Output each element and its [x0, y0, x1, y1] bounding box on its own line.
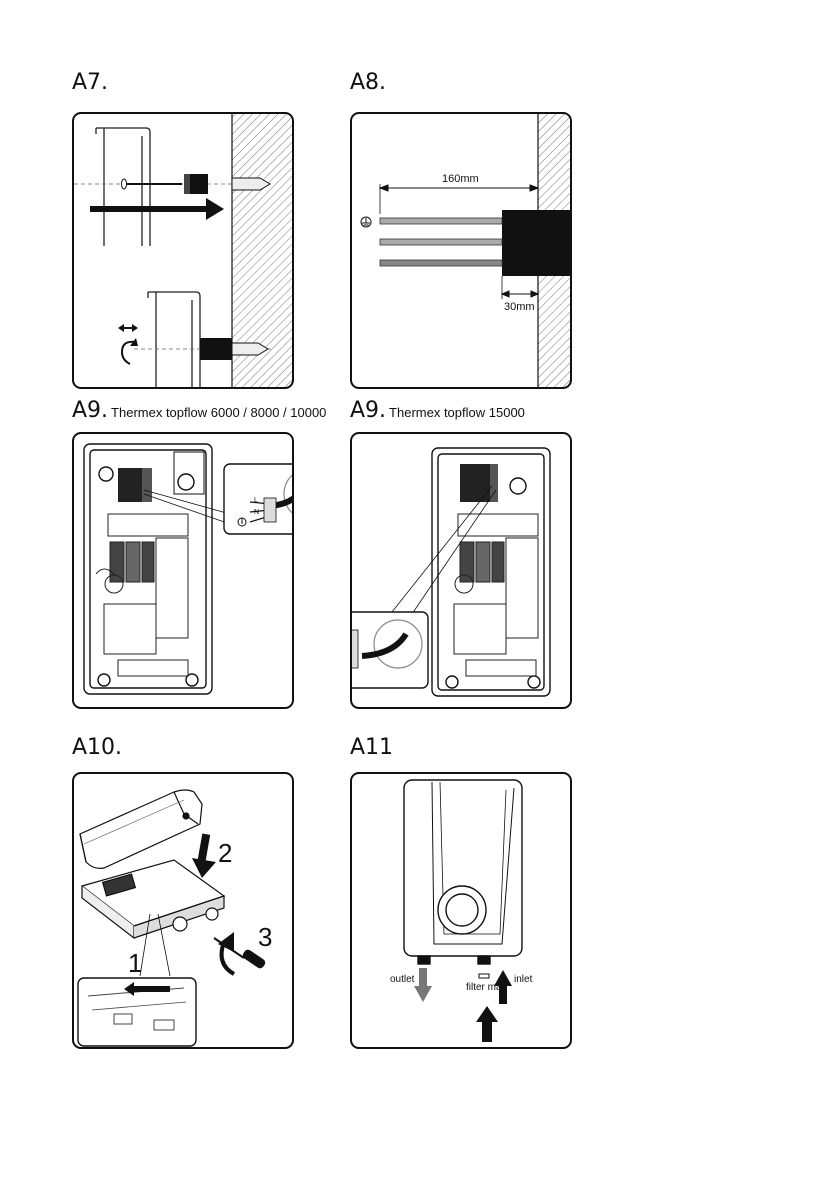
- figure-subtitle-a9-right: Thermex topflow 15000: [389, 405, 525, 420]
- earth-symbol-icon: [360, 216, 372, 228]
- internal-components: [453, 513, 539, 677]
- step-label-3: 3: [258, 922, 272, 952]
- appliance-back-bottom: [147, 291, 201, 387]
- unit-open-housing: [83, 443, 213, 695]
- figure-label-a9-right-number: A9.: [350, 398, 387, 423]
- dimension-30mm: [500, 276, 540, 299]
- filter-mat-icon: [478, 973, 490, 979]
- figure-label-a9-left: A9.Thermex topflow 6000 / 8000 / 10000: [72, 398, 326, 423]
- inlet-label: inlet: [514, 974, 533, 985]
- a8-illustration: 160mm 30mm: [360, 114, 570, 387]
- terminal-block: [118, 468, 152, 502]
- outlet-arrow-icon: [414, 968, 432, 1002]
- appliance-back-top: [95, 127, 151, 246]
- rotate-arrow-step-3-icon: [218, 932, 236, 976]
- front-cover: [79, 789, 203, 869]
- inlet-arrow-icon: [494, 970, 512, 1004]
- base-unit: [80, 859, 226, 940]
- terminal-label-l: L: [254, 497, 258, 504]
- screw-and-dowel-top: [74, 174, 271, 194]
- rotate-screwdriver-icon: [118, 324, 138, 365]
- terminal-block: [460, 464, 498, 502]
- step-label-2: 2: [218, 838, 232, 868]
- figure-label-a11: A11: [350, 735, 394, 760]
- panel-a11-water-connections: outlet inlet filter mat: [350, 772, 572, 1049]
- a10-illustration: 2 3: [77, 789, 272, 1047]
- wiring-detail-callout: [352, 611, 429, 689]
- figure-label-a9-right: A9.Thermex topflow 15000: [350, 398, 525, 423]
- cable-wires: [379, 217, 503, 267]
- arrow-step-2-icon: [192, 833, 216, 878]
- wiring-detail-callout: [223, 463, 292, 535]
- panel-a9-wiring-standard: L N: [72, 432, 294, 709]
- outlet-label: outlet: [390, 974, 415, 985]
- push-arrow-icon: [90, 198, 224, 220]
- panel-a10-closing-cover: 2 3: [72, 772, 294, 1049]
- figure-label-a8: A8.: [350, 70, 387, 95]
- a11-illustration: outlet inlet filter mat: [390, 779, 533, 1042]
- latch-detail-callout: [77, 977, 197, 1047]
- screw-and-dowel-bottom: [134, 338, 274, 360]
- dimension-label-30mm: 30mm: [504, 301, 535, 313]
- a9-left-illustration: L N: [83, 443, 292, 695]
- a7-illustration: [74, 114, 292, 387]
- wall-plug: [231, 177, 271, 191]
- wall-hatched: [232, 114, 292, 387]
- panel-a8-cable-length: 160mm 30mm: [350, 112, 572, 389]
- internal-components: [95, 513, 189, 677]
- filter-mat-label: filter mat: [466, 982, 505, 993]
- cable-box: [502, 210, 570, 276]
- dimension-160mm: [378, 184, 540, 214]
- terminal-label-n: N: [254, 509, 259, 516]
- step-label-1: 1: [128, 948, 142, 978]
- a9-right-illustration: [352, 447, 551, 697]
- figure-label-a10: A10.: [72, 735, 123, 760]
- panel-a9-wiring-15000: [350, 432, 572, 709]
- panel-a7-wall-mounting: [72, 112, 294, 389]
- figure-label-a7: A7.: [72, 70, 109, 95]
- dimension-label-160mm: 160mm: [442, 173, 479, 185]
- figure-label-a9-left-number: A9.: [72, 398, 109, 423]
- water-supply-arrow-icon: [476, 1006, 498, 1042]
- unit-open-housing: [431, 447, 551, 697]
- figure-subtitle-a9-left: Thermex topflow 6000 / 8000 / 10000: [111, 405, 327, 420]
- unit-front: [403, 779, 523, 965]
